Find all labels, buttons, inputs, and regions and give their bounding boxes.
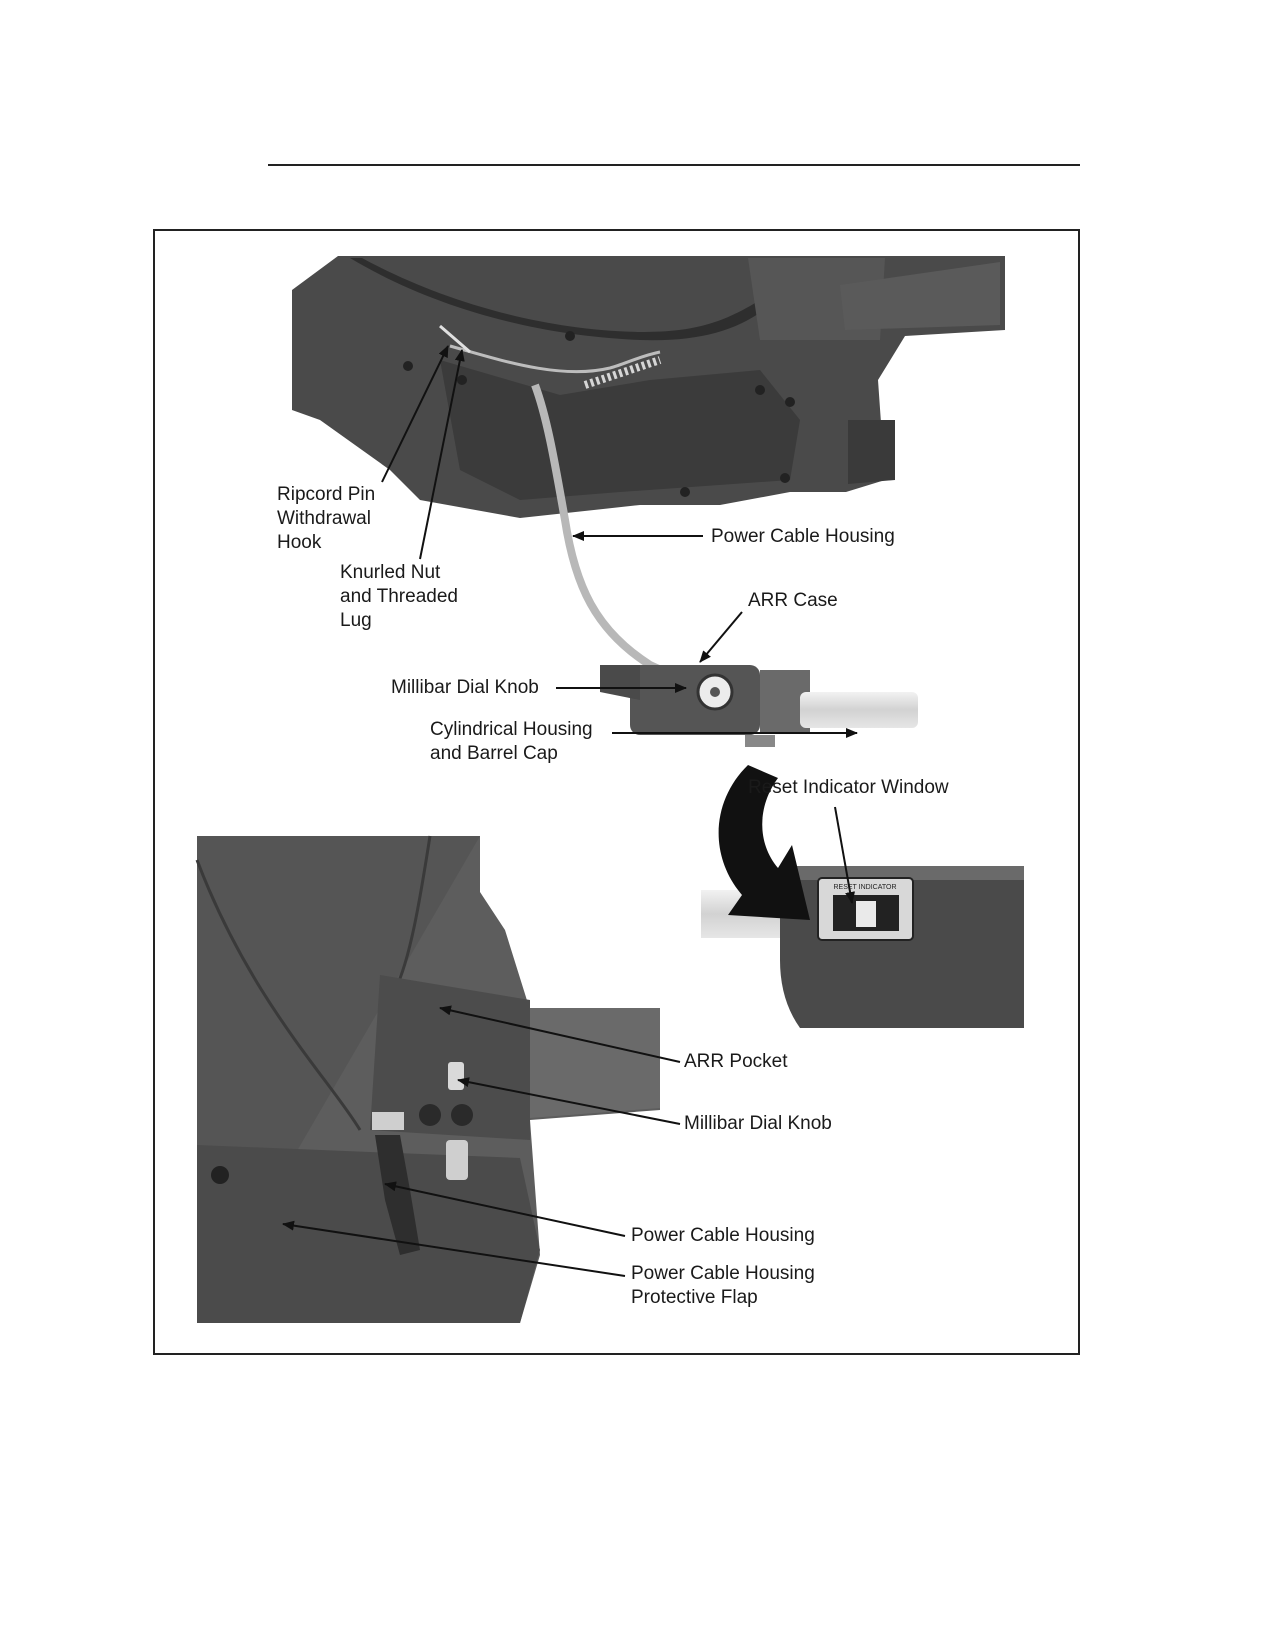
- bottom-harness-photo: [195, 835, 660, 1323]
- label-arr-case: ARR Case: [748, 590, 838, 611]
- leader-arrows: [282, 345, 858, 1277]
- label-cylindrical-housing: Cylindrical Housing and Barrel Cap: [430, 719, 593, 764]
- label-millibar-dial-knob-bottom: Millibar Dial Knob: [684, 1113, 832, 1134]
- label-reset-indicator-window: Reset Indicator Window: [748, 777, 949, 798]
- label-power-cable-housing-bottom: Power Cable Housing: [631, 1225, 815, 1246]
- label-power-cable-housing-top: Power Cable Housing: [711, 526, 895, 547]
- label-protective-flap: Power Cable Housing Protective Flap: [631, 1263, 815, 1308]
- top-harness-photo: [292, 256, 1005, 518]
- inset-plate-text: RESET INDICATOR: [833, 884, 896, 891]
- label-ripcord-pin-hook: Ripcord Pin Withdrawal Hook: [277, 484, 376, 553]
- label-millibar-dial-knob-top: Millibar Dial Knob: [391, 677, 539, 698]
- label-knurled-nut: Knurled Nut and Threaded Lug: [340, 562, 458, 631]
- arr-case-graphic: [600, 665, 918, 747]
- inset-transition-arrow: [718, 765, 810, 920]
- header-rule: [268, 164, 1080, 166]
- label-arr-pocket: ARR Pocket: [684, 1051, 788, 1072]
